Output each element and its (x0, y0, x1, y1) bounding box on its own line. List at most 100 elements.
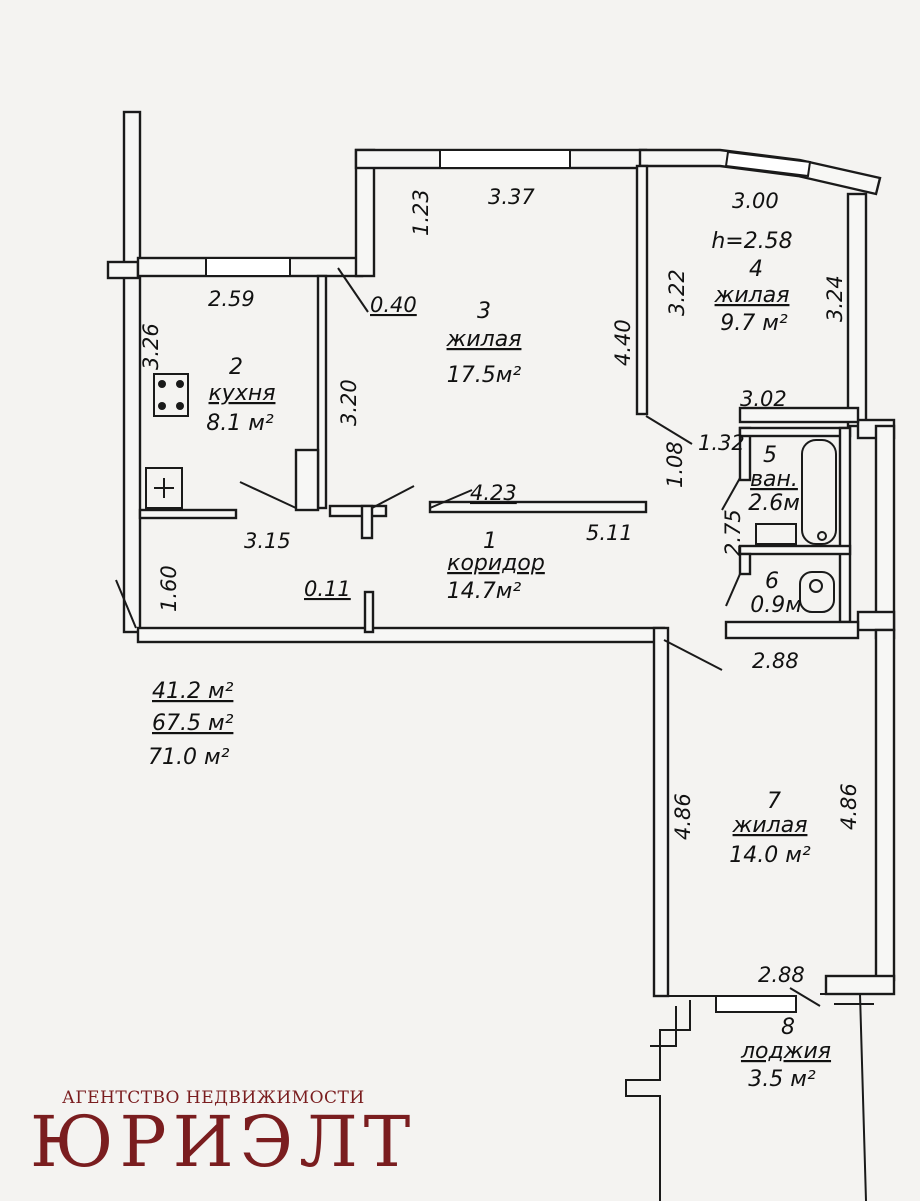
toilet-bowl-icon (809, 579, 823, 593)
room-4-number: 4 (749, 257, 763, 282)
room-8-number: 8 (781, 1015, 795, 1040)
dim-3.24: 3.24 (823, 275, 847, 322)
wall-wc-bottom (724, 620, 860, 640)
burner-icon (158, 402, 166, 410)
total-area: 67.5 м² (152, 711, 234, 736)
door-bath (721, 477, 741, 511)
wall-kitchen-pillar (294, 448, 320, 512)
door-kitchen (239, 481, 297, 509)
room-2-name: кухня (209, 381, 276, 406)
wall-right-lower (874, 628, 896, 982)
dim-3.20: 3.20 (337, 379, 361, 426)
window-room7 (715, 995, 797, 1013)
dim-3.26: 3.26 (139, 323, 163, 370)
door-entrance (115, 579, 137, 629)
brand-tagline: АГЕНТСТВО НЕДВИЖИМОСТИ (62, 1088, 365, 1108)
wall-partition-3-4 (635, 164, 649, 416)
drain-icon (817, 531, 827, 541)
dim-3.02: 3.02 (740, 387, 787, 411)
room-3-area: 17.5м² (447, 363, 522, 388)
kitchen-sink-icon (145, 467, 183, 509)
bathtub-icon (801, 439, 837, 545)
dim-3.15: 3.15 (244, 529, 291, 553)
room-2-number: 2 (229, 355, 243, 380)
window-kitchen (205, 257, 291, 277)
dim-0.40: 0.40 (370, 293, 417, 317)
room-3-name: жилая (446, 327, 522, 352)
wall-bath-right (838, 426, 852, 624)
wall-partition-2-3 (316, 274, 328, 510)
dim-1.32: 1.32 (698, 431, 745, 455)
dim-3.37: 3.37 (488, 185, 535, 209)
doors (115, 267, 821, 1007)
room-5-number: 5 (763, 443, 777, 468)
room-7-name: жилая (732, 813, 808, 838)
dim-5.11: 5.11 (586, 521, 633, 545)
door-wc (725, 573, 741, 607)
door-room4 (645, 415, 693, 445)
wall-corridor-post (360, 504, 374, 540)
room-8-name: лоджия (740, 1039, 831, 1064)
dim-2.59: 2.59 (208, 287, 255, 311)
room-4-area: 9.7 м² (720, 311, 788, 336)
wall-post-011 (363, 590, 375, 634)
dim-4.86-right: 4.86 (837, 783, 861, 830)
room-labels: 1 коридор 14.7м² 2 кухня 8.1 м² 3 жилая … (206, 229, 831, 1092)
room-7-number: 7 (767, 789, 781, 814)
window-room3 (439, 149, 571, 169)
toilet-icon (799, 571, 835, 613)
wall-stub-left (106, 260, 140, 280)
dim-1.23: 1.23 (409, 189, 433, 236)
room-2-area: 8.1 м² (206, 411, 274, 436)
room-1-name: коридор (447, 551, 545, 576)
burner-icon (176, 402, 184, 410)
door-loggia (789, 987, 821, 1007)
wall-corridor-bottom (136, 626, 666, 644)
door-room7 (663, 639, 723, 671)
total-area-with-loggia: 71.0 м² (148, 745, 230, 770)
loggia-left-wall (625, 1000, 691, 1201)
room-5-name: ван. (750, 467, 798, 492)
wall-right-bottom (824, 974, 896, 996)
room-3-number: 3 (477, 299, 491, 324)
wall-kitchen-bottom (138, 508, 238, 520)
room-4-height: h=2.58 (711, 229, 792, 254)
dim-3.00: 3.00 (732, 189, 779, 213)
loggia-left-inner (650, 1006, 677, 1047)
wall-bath-wc-div (738, 544, 852, 556)
wall-bath-top (738, 426, 852, 438)
wall-room7-left (652, 626, 670, 998)
dim-4.23: 4.23 (470, 481, 517, 505)
area-totals: 41.2 м² 67.5 м² 71.0 м² (148, 679, 234, 770)
total-living-area: 41.2 м² (152, 679, 234, 704)
dim-3.22: 3.22 (665, 269, 689, 316)
wall-wc-left (738, 552, 752, 576)
door-room3-b (429, 489, 473, 509)
window-room4 (724, 150, 812, 178)
dim-1.60: 1.60 (157, 565, 181, 612)
room-8-area: 3.5 м² (748, 1067, 816, 1092)
dim-4.40: 4.40 (611, 319, 635, 366)
room-5-area: 2.6м (748, 491, 800, 516)
windows (205, 149, 812, 1013)
door-dim-040 (337, 267, 369, 313)
door-room3-a (371, 485, 415, 509)
stove-icon (153, 373, 189, 417)
room-4-name: жилая (714, 283, 790, 308)
dim-4.86-left: 4.86 (671, 793, 695, 840)
burner-icon (158, 380, 166, 388)
wall-room4-bottom (738, 406, 860, 424)
dimension-labels: 3.37 1.23 3.00 2.59 0.40 3.26 3.20 4.40 … (139, 185, 861, 987)
wall-right-mid (874, 424, 896, 640)
burner-icon (176, 380, 184, 388)
wall-right-stub2 (856, 610, 896, 632)
room-7-area: 14.0 м² (729, 843, 811, 868)
wall-right-upper (846, 192, 868, 428)
fixtures (145, 373, 837, 613)
dim-0.11: 0.11 (304, 577, 351, 601)
room-6-number: 6 (765, 569, 779, 594)
dim-2.75: 2.75 (721, 509, 745, 556)
wall-room3-bottom (428, 500, 648, 514)
